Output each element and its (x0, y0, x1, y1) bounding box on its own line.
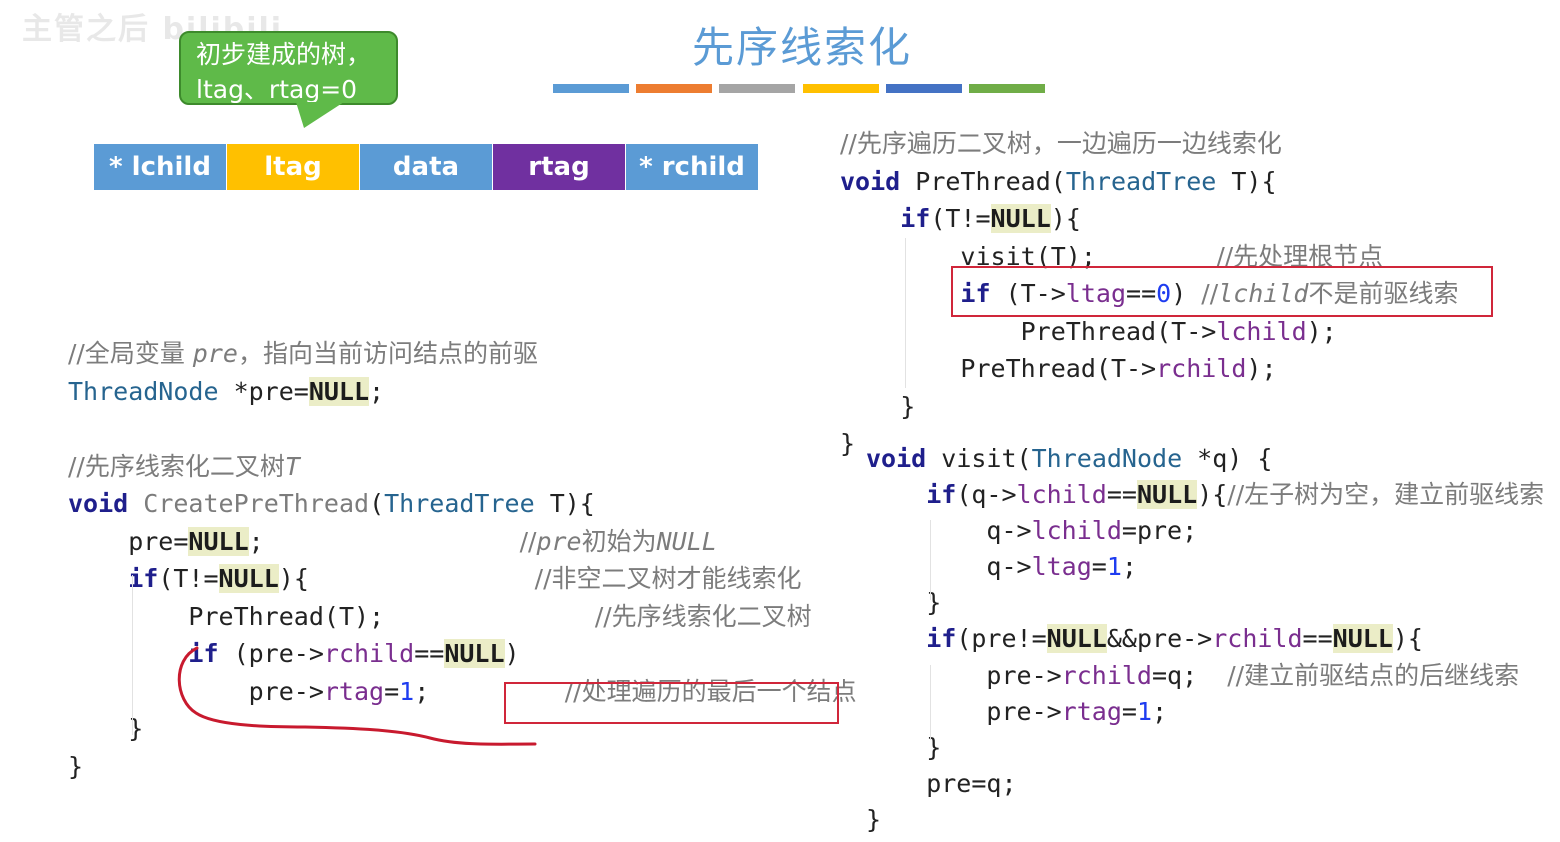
title-bar-3 (719, 84, 795, 93)
code-create-pre-thread: //全局变量 pre，指向当前访问结点的前驱 ThreadNode *pre=N… (68, 339, 857, 781)
slide-title: 先序线索化 (692, 23, 913, 72)
title-bar-1 (553, 84, 629, 93)
field-lchild: * lchild (94, 144, 226, 190)
highlight-box-last-node (504, 682, 839, 724)
highlight-box-ltag-check (951, 266, 1493, 317)
indent-guide (930, 665, 931, 740)
indent-guide (905, 238, 906, 388)
title-bar-4 (803, 84, 879, 93)
code-pre-thread: //先序遍历二叉树，一边遍历一边线索化 void PreThread(Threa… (840, 129, 1459, 458)
title-bar-6 (969, 84, 1045, 93)
field-rchild: * rchild (626, 144, 758, 190)
comment-pre-thread: //先序遍历二叉树，一边遍历一边线索化 (840, 129, 1282, 158)
callout-line-2: ltag、rtag=0 (196, 75, 358, 104)
indent-guide (132, 575, 133, 735)
title-bar-5 (886, 84, 962, 93)
field-rtag: rtag (493, 144, 625, 190)
callout-bubble: 初步建成的树， ltag、rtag=0 (179, 31, 398, 105)
comment-create-thread: //先序线索化二叉树T (68, 451, 300, 481)
comment-last-node: //处理遍历的最后一个结点 (564, 676, 857, 706)
indent-guide (930, 520, 931, 600)
field-ltag: ltag (227, 144, 359, 190)
callout-line-1: 初步建成的树， (196, 40, 372, 69)
code-visit: void visit(ThreadNode *q) { if(q->lchild… (866, 444, 1545, 834)
title-bar-2 (636, 84, 712, 93)
field-data: data (360, 144, 492, 190)
callout-tail (296, 102, 344, 128)
thread-node-structure: * lchild ltag data rtag * rchild (94, 144, 759, 190)
comment-global-var: //全局变量 pre，指向当前访问结点的前驱 (68, 339, 538, 368)
